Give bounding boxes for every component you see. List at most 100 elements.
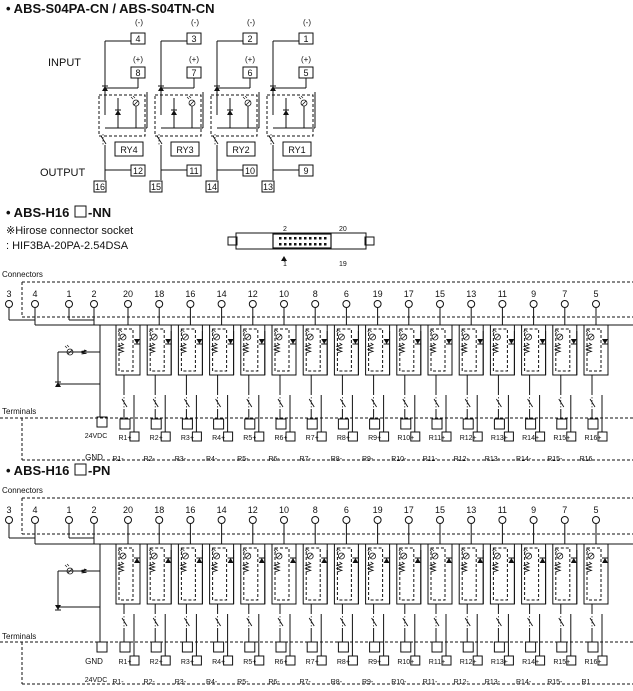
- diode-icon: [352, 557, 359, 563]
- terminal-box: [503, 431, 514, 442]
- connector-pin-icon: [217, 300, 226, 308]
- relay-contact-icon: [246, 616, 253, 628]
- terminal-label-plus: R8+: [337, 659, 350, 666]
- led-icon: [367, 548, 377, 560]
- terminal-label-minus: R12-: [454, 456, 470, 463]
- terminal-label-minus: R15-: [547, 456, 563, 463]
- terminal-box: [130, 32, 146, 45]
- input-diode-icon: [158, 85, 164, 91]
- resistor-icon: [554, 561, 562, 573]
- led-icon: [211, 548, 221, 560]
- photocoupler-box: [368, 328, 384, 372]
- terminal-box: [93, 180, 107, 193]
- connector-pin-icon: [467, 516, 476, 524]
- terminal-box: [244, 641, 256, 653]
- photocoupler-box: [274, 328, 290, 372]
- connector-pin-number: 20: [123, 289, 133, 299]
- resistor-icon: [429, 342, 437, 354]
- resistor-icon: [242, 561, 250, 573]
- connector-pin-icon: [5, 516, 13, 524]
- resistor-icon: [491, 561, 500, 573]
- terminal-label-minus: R6-: [268, 679, 280, 686]
- pn-heading: • ABS-H16: [6, 463, 69, 478]
- photocoupler-box: [399, 547, 415, 601]
- channel-module-box: [177, 543, 203, 605]
- input-label: INPUT: [48, 57, 81, 69]
- led-icon: [117, 329, 127, 341]
- relay-contact-icon: [215, 616, 221, 628]
- connector-pin-number: 17: [404, 289, 414, 299]
- terminal-label-plus: R5+: [243, 435, 256, 442]
- diode-icon: [508, 557, 515, 563]
- connector-pin-number: 6: [344, 505, 349, 515]
- terminal-box: [244, 418, 256, 430]
- terminal-label-minus: R1-: [112, 679, 124, 686]
- photocoupler-box: [430, 547, 446, 601]
- connector-pin-number: 9: [531, 289, 536, 299]
- connector-pin-icon: [529, 516, 538, 524]
- photocoupler-box: [243, 547, 259, 601]
- diode-icon: [321, 339, 328, 345]
- terminal-label-plus: R1+: [118, 435, 131, 442]
- connector-pin-icon: [529, 300, 538, 308]
- diode-icon: [321, 557, 328, 563]
- led-icon: [211, 329, 221, 341]
- relay-contact-icon: [402, 616, 409, 628]
- terminal-label-minus: R4-: [206, 456, 218, 463]
- connector-pin-number: 16: [185, 505, 195, 515]
- connector-pin-number: 10: [279, 505, 289, 515]
- terminal-box: [306, 641, 318, 653]
- connector-pin-icon: [186, 300, 195, 308]
- terminal-label-plus: R9+: [368, 659, 381, 666]
- connector-pin-icon: [65, 300, 73, 308]
- connector-pin-icon: [436, 516, 444, 524]
- led-icon: [492, 548, 501, 560]
- resistor-icon: [304, 561, 312, 573]
- connector-pin-icon: [217, 516, 226, 524]
- terminal-box: [410, 655, 421, 666]
- relay-contact-icon: [308, 616, 315, 628]
- connector-pin-number: 2: [91, 289, 96, 299]
- pn-heading-suffix: -PN: [88, 463, 110, 478]
- output-terminal-number: 12: [133, 166, 143, 176]
- relay-contact-icon: [156, 134, 163, 146]
- channel-module-box: [209, 543, 235, 605]
- relay-contact-icon: [371, 616, 377, 628]
- diode-icon: [227, 339, 234, 345]
- terminal-box: [525, 641, 537, 653]
- resistor-icon: [366, 342, 375, 354]
- relay-contact-icon: [152, 616, 159, 628]
- output-bottom-number: 16: [95, 182, 105, 192]
- relay-contact-icon: [212, 134, 219, 146]
- terminal-label-plus: R2+: [150, 659, 163, 666]
- terminal-box: [181, 641, 193, 653]
- terminal-box: [369, 418, 381, 430]
- terminal-box: [160, 655, 171, 666]
- diode-icon: [258, 339, 265, 345]
- relay-contact-icon: [340, 616, 346, 628]
- terminal-label-minus: R8-: [331, 679, 343, 686]
- terminal-label-plus: R16+: [585, 435, 602, 442]
- input-diode-icon: [270, 85, 276, 91]
- terminal-box: [462, 418, 474, 430]
- resistor-icon: [304, 342, 312, 354]
- terminal-label-minus: R3-: [175, 456, 187, 463]
- channel-module-box: [115, 543, 141, 605]
- output-bottom-number: 13: [263, 182, 273, 192]
- connector-pin-icon: [248, 516, 257, 524]
- photocoupler-box: [118, 547, 134, 601]
- terminal-label-plus: R10+: [397, 659, 414, 666]
- connector-pin-icon: [467, 300, 476, 308]
- resistor-icon: [554, 342, 562, 354]
- gnd-label: GND: [85, 453, 103, 462]
- resistor-icon: [398, 342, 406, 354]
- connector-pin-icon: [280, 300, 288, 308]
- connector-pin-icon: [592, 516, 600, 524]
- relay-contact-icon: [215, 397, 221, 409]
- terminal-label-minus: R15-: [547, 679, 563, 686]
- terminal-box: [535, 655, 546, 666]
- diode-icon: [196, 557, 203, 563]
